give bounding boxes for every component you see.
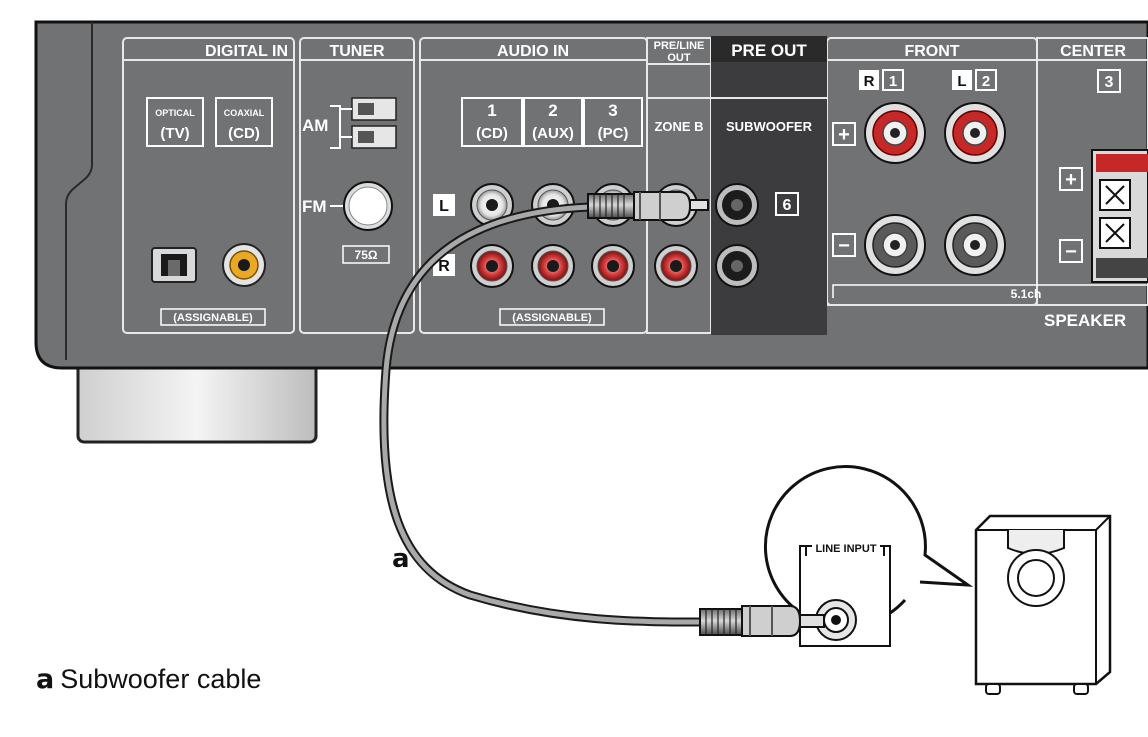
audio-in-2-right-jack — [531, 244, 575, 288]
subwoofer-speaker — [974, 514, 1112, 695]
receiver-foot — [76, 358, 318, 444]
input-1-number: 1 — [487, 101, 496, 120]
subwoofer-out-jack-1 — [715, 183, 759, 227]
coaxial-label: COAXIAL — [224, 108, 265, 118]
fm-antenna-jack — [330, 181, 393, 231]
front-plus-label: + — [832, 122, 856, 146]
front-l-plus-terminal — [944, 102, 1006, 164]
center-plus-label: + — [1059, 167, 1083, 191]
audio-in-1-right-jack — [470, 244, 514, 288]
am-antenna-terminal — [330, 97, 397, 149]
ohm-label: 75Ω — [355, 248, 378, 262]
center-minus-label: − — [1059, 239, 1083, 263]
ohm-label-box: 75Ω — [342, 245, 390, 264]
input-2-label: 2 (AUX) — [523, 97, 583, 147]
input-2-number: 2 — [548, 101, 557, 120]
center-speaker-terminal — [1091, 149, 1148, 283]
center-plus-sign: + — [1065, 169, 1077, 191]
assignable-label-digital: (ASSIGNABLE) — [160, 308, 266, 326]
optical-jack — [151, 247, 197, 283]
front-l-label: L 2 — [952, 69, 997, 91]
front-minus-sign: − — [838, 235, 850, 257]
line-input-label: LINE INPUT — [815, 543, 876, 555]
front-r-letter: R — [864, 73, 875, 90]
cable-plug-top — [587, 191, 709, 221]
callout-letter-a: a — [392, 544, 410, 574]
header-pre-line-out-1: PRE/LINE — [654, 40, 705, 52]
cable-plug-bottom — [699, 605, 825, 637]
input-3-number: 3 — [608, 101, 617, 120]
header-pre-out: PRE OUT — [731, 41, 807, 60]
front-plus-sign: + — [838, 124, 850, 146]
input-3-name: (PC) — [598, 125, 629, 142]
audio-in-3-right-jack — [591, 244, 635, 288]
front-r-plus-terminal — [864, 102, 926, 164]
subwoofer-cable — [379, 202, 701, 627]
zone-b-right-jack — [654, 244, 698, 288]
caption-letter: a — [36, 664, 55, 695]
header-tuner: TUNER — [329, 43, 385, 60]
header-digital-in: DIGITAL IN — [205, 43, 288, 60]
section-frames — [122, 37, 1148, 334]
center-number: 3 — [1105, 74, 1114, 91]
coaxial-label-box: COAXIAL (CD) — [215, 97, 273, 147]
center-minus-sign: − — [1065, 241, 1077, 263]
channel-5-1-label: 5.1ch — [1011, 287, 1042, 301]
front-minus-label: − — [832, 233, 856, 257]
input-2-name: (AUX) — [532, 125, 574, 142]
speakers-label: SPEAKER — [1044, 311, 1126, 330]
left-letter: L — [439, 198, 449, 215]
assignable-text-audio: (ASSIGNABLE) — [512, 312, 592, 324]
line-input-zoom-bubble: LINE INPUT — [763, 465, 974, 647]
center-number-label: 3 — [1097, 69, 1121, 93]
front-r-label: R 1 — [859, 69, 904, 91]
input-1-label: 1 (CD) — [461, 97, 523, 147]
coaxial-jack — [222, 243, 266, 287]
pre-out-number: 6 — [783, 197, 792, 214]
input-1-name: (CD) — [476, 125, 508, 142]
front-r-number: 1 — [889, 73, 897, 90]
left-channel-label: L — [433, 194, 455, 216]
front-r-minus-terminal — [864, 214, 926, 276]
am-label: AM — [302, 116, 328, 135]
assignable-label-audio: (ASSIGNABLE) — [499, 308, 605, 326]
pre-out-number-label: 6 — [775, 192, 799, 216]
front-l-number: 2 — [982, 73, 990, 90]
header-pre-line-out-2: OUT — [667, 52, 691, 64]
front-l-minus-terminal — [944, 214, 1006, 276]
input-3-label: 3 (PC) — [583, 97, 643, 147]
subwoofer-label: SUBWOOFER — [726, 119, 813, 134]
zone-b-label: ZONE B — [654, 119, 703, 134]
front-l-letter: L — [957, 73, 966, 90]
header-front: FRONT — [904, 43, 959, 60]
header-audio-in: AUDIO IN — [497, 43, 569, 60]
coaxial-cd-label: (CD) — [228, 125, 260, 142]
right-letter: R — [438, 258, 450, 275]
fm-label: FM — [302, 197, 327, 216]
optical-tv-label: (TV) — [160, 125, 189, 142]
subwoofer-out-jack-2 — [715, 244, 759, 288]
assignable-text-digital: (ASSIGNABLE) — [173, 312, 253, 324]
caption-text: Subwoofer cable — [60, 664, 262, 694]
header-center: CENTER — [1060, 43, 1126, 60]
channel-5-1-bracket: 5.1ch — [832, 284, 1148, 301]
optical-label-box: OPTICAL (TV) — [146, 97, 204, 147]
optical-label: OPTICAL — [155, 108, 195, 118]
